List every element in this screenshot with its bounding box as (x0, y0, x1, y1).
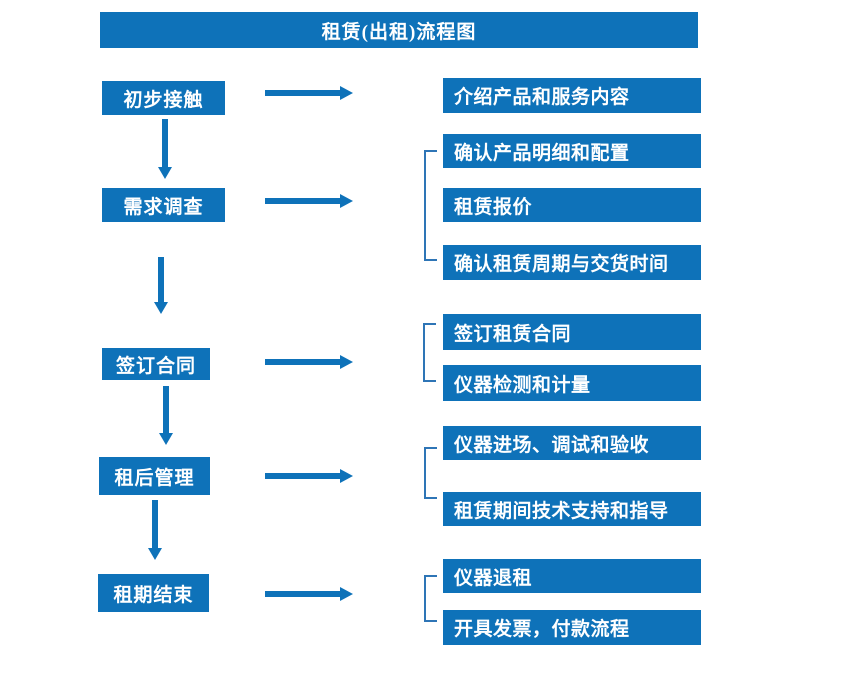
right-arrow-stage-2 (265, 198, 340, 204)
stage-box-sign-contract: 签订合同 (102, 348, 210, 380)
page-title: 租赁(出租)流程图 (321, 21, 477, 43)
detail-box-instrument-return: 仪器退租 (443, 559, 701, 593)
down-arrow-3-4 (163, 386, 169, 433)
stage-box-post-rental-management: 租后管理 (99, 457, 210, 495)
right-arrow-stage-5 (265, 591, 340, 597)
detail-box-sign-rental-contract: 签订租赁合同 (443, 314, 701, 350)
title-bar: 租赁(出租)流程图 (100, 12, 698, 48)
detail-box-instrument-testing: 仪器检测和计量 (443, 365, 701, 401)
stage-box-demand-survey: 需求调查 (102, 188, 225, 222)
detail-box-confirm-period-delivery: 确认租赁周期与交货时间 (443, 245, 701, 280)
stage-box-rental-end: 租期结束 (98, 574, 209, 612)
down-arrow-1-2 (162, 119, 168, 167)
detail-box-confirm-details-config: 确认产品明细和配置 (443, 134, 701, 168)
bracket-stage-5-outputs (424, 575, 437, 622)
down-arrow-2-3 (158, 257, 164, 302)
bracket-stage-3-outputs (423, 323, 436, 382)
detail-box-invoice-payment: 开具发票，付款流程 (443, 610, 701, 645)
detail-box-instrument-setup-acceptance: 仪器进场、调试和验收 (443, 426, 701, 460)
detail-box-introduce-products: 介绍产品和服务内容 (443, 78, 701, 113)
right-arrow-stage-3 (265, 359, 340, 365)
down-arrow-4-5 (152, 500, 158, 548)
detail-box-tech-support: 租赁期间技术支持和指导 (443, 492, 701, 526)
right-arrow-stage-4 (265, 473, 340, 479)
bracket-stage-2-outputs (424, 150, 437, 261)
bracket-stage-4-outputs (424, 447, 437, 499)
detail-box-rental-quote: 租赁报价 (443, 188, 701, 222)
right-arrow-stage-1 (265, 90, 340, 96)
stage-box-initial-contact: 初步接触 (102, 81, 225, 115)
